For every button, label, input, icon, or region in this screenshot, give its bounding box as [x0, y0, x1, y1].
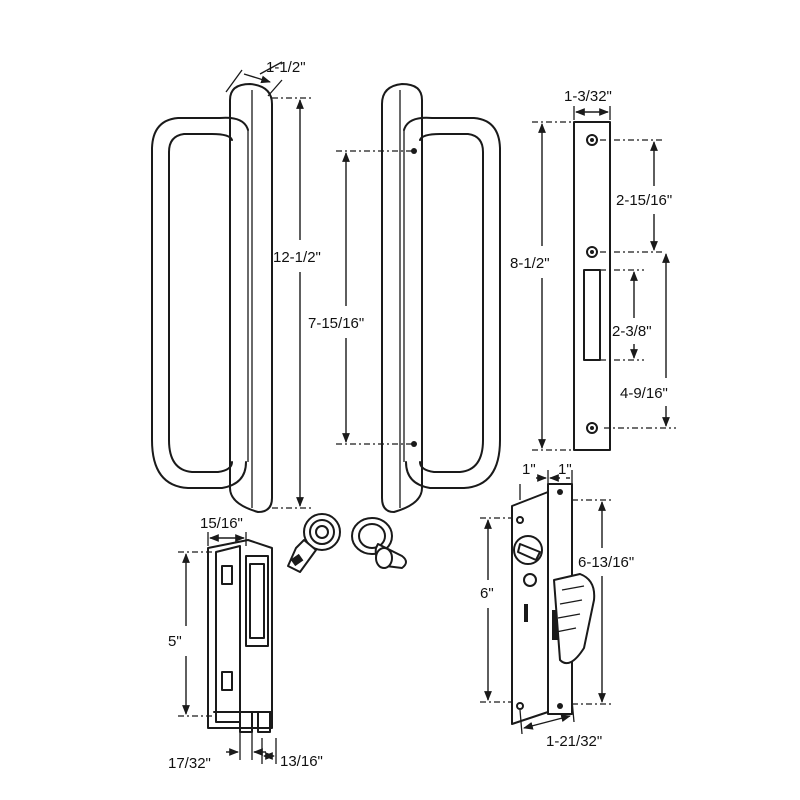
label-lock-faceplate: 6-13/16" — [578, 554, 634, 571]
label-plate-lower-spacing: 4-9/16" — [620, 385, 668, 402]
dimension-handle-width — [225, 61, 283, 97]
label-handle-length: 12-1/2" — [273, 249, 321, 266]
label-keeper-width: 15/16" — [200, 515, 243, 532]
label-lock-body-height: 6" — [480, 585, 494, 602]
exterior-pull-handle — [151, 83, 273, 513]
dimension-lock-faceplate — [572, 499, 612, 705]
label-lock-width: 1-21/32" — [546, 733, 602, 750]
label-keeper-lip: 13/16" — [280, 753, 323, 770]
dimension-lock-backset — [519, 470, 573, 500]
label-plate-hole-spacing: 2-15/16" — [616, 192, 672, 209]
thumb-turn — [351, 517, 407, 569]
label-keeper-bottom: 17/32" — [168, 755, 211, 772]
label-plate-slot: 2-3/8" — [612, 323, 652, 340]
dimension-plate-width — [573, 106, 611, 120]
keeper — [207, 539, 273, 733]
label-handle-width: 1-1/2" — [266, 59, 306, 76]
label-mount-spacing: 7-15/16" — [308, 315, 364, 332]
strike-plate — [573, 121, 611, 451]
label-lock-backset-right: 1" — [558, 461, 572, 478]
dimension-lock-body-height — [480, 517, 512, 703]
dimension-keeper-bottom — [226, 732, 266, 760]
dimension-lock-width — [519, 699, 575, 735]
label-lock-backset-left: 1" — [522, 461, 536, 478]
dimension-plate-lower-spacing — [604, 253, 676, 429]
interior-pull-handle — [381, 83, 501, 513]
dimension-keeper-width — [207, 532, 247, 546]
dimension-plate-slot — [600, 269, 644, 361]
dimension-mount-spacing — [336, 150, 412, 445]
label-keeper-length: 5" — [168, 633, 182, 650]
mortise-lock — [511, 483, 596, 725]
dimension-handle-length — [272, 97, 312, 509]
label-plate-width: 1-3/32" — [564, 88, 612, 105]
key-cylinder — [287, 513, 341, 573]
dimension-plate-hole-spacing — [600, 139, 664, 253]
label-plate-length: 8-1/2" — [510, 255, 550, 272]
dimension-keeper-lip — [261, 738, 277, 764]
dimension-keeper-length — [178, 551, 214, 717]
dimension-plate-length — [532, 121, 572, 451]
